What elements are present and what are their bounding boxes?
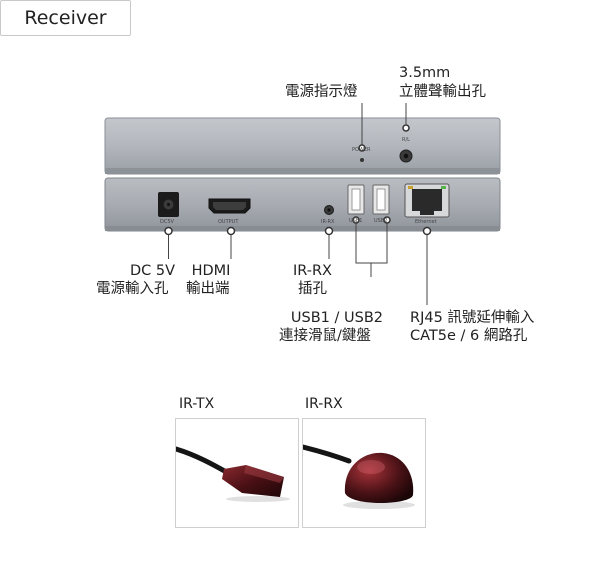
callout-lines xyxy=(168,103,428,305)
irrx-label-line1: IR-RX xyxy=(292,263,332,279)
power-led-icon xyxy=(360,158,364,162)
rj45-label-line1: RJ45 訊號延伸輸入 xyxy=(410,310,535,326)
dc-label-line2: 電源輸入孔 xyxy=(96,281,169,297)
power-indicator-label: 電源指示燈 xyxy=(285,84,358,100)
audio-label-line2: 立體聲輸出孔 xyxy=(399,84,486,100)
bottom-panel xyxy=(104,177,501,232)
usb-label-line1: USB1 / USB2 xyxy=(290,310,383,326)
rj45-label-line2: CAT5e / 6 網路孔 xyxy=(410,328,528,344)
audio-label-line1: 3.5mm xyxy=(399,65,451,81)
irrx-photo xyxy=(302,418,426,528)
hdmi-label-line1: HDMI xyxy=(191,263,231,279)
irtx-caption: IR-TX xyxy=(179,396,215,412)
power-port-label: POWER xyxy=(352,147,371,153)
top-panel xyxy=(104,117,501,175)
callout-dots xyxy=(164,124,432,236)
hdmi-label-line2: 輸出端 xyxy=(186,281,230,297)
irrx-label-line2: 插孔 xyxy=(298,281,327,297)
output-port-label: OUTPUT xyxy=(218,219,239,225)
irrx-caption: IR-RX xyxy=(305,396,343,412)
irtx-emitter-icon xyxy=(176,446,290,502)
irrx-receiver-icon xyxy=(303,444,415,509)
irtx-photo xyxy=(175,418,299,528)
usb-label-line2: 連接滑鼠/鍵盤 xyxy=(279,328,371,344)
ethernet-port-label: Ethernet xyxy=(415,219,437,225)
dc5v-port-label: DC5V xyxy=(160,219,174,225)
dc-label-line1: DC 5V xyxy=(129,263,175,279)
rl-port-label: R/L xyxy=(402,137,410,143)
irrx-port-label: IR-RX xyxy=(321,219,335,225)
usb2-port-label: USB2 xyxy=(374,218,388,224)
receiver-title: Receiver xyxy=(0,0,131,36)
usb1-port-label: USB1 xyxy=(349,218,363,224)
